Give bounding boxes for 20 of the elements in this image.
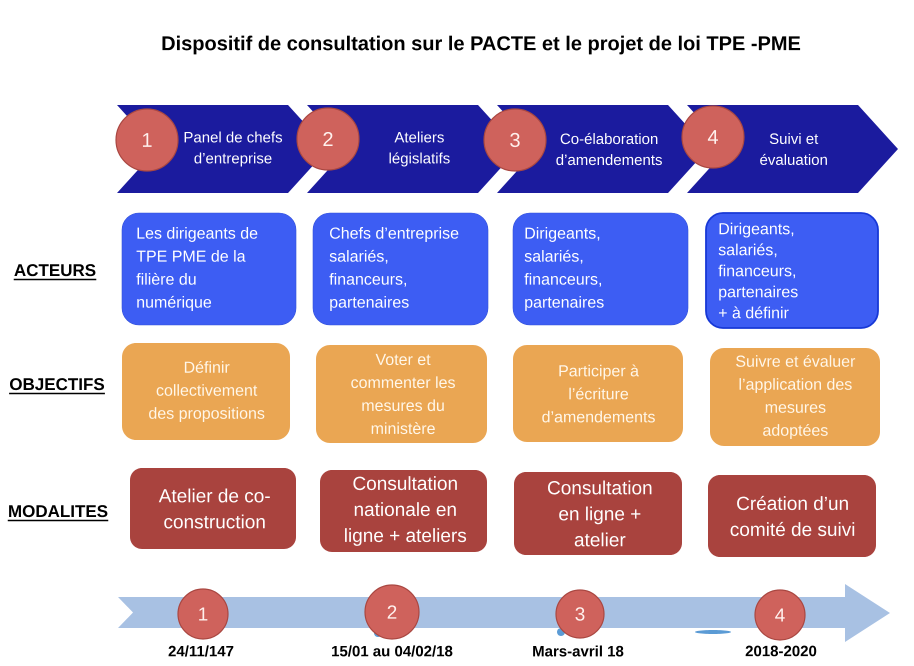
modality-box: Atelier de co-construction — [130, 468, 296, 549]
row-label: OBJECTIFS — [9, 378, 105, 394]
actors-box: Dirigeants, salariés, financeurs, partenaires — [512, 212, 688, 326]
objective-box: Voter et commenter les mesures du ministère — [316, 345, 487, 443]
objective-box: Participer à l’écriture d’amendements — [513, 345, 683, 442]
title: Dispositif de consultation sur le PACTE et le projet de loi TPE -PME — [162, 36, 800, 54]
date-label: 2018-2020 — [746, 646, 816, 656]
row-label: ACTEURS — [14, 264, 96, 280]
objective-box: Définir collectivement des propositions — [122, 343, 290, 440]
date-label: 24/11/147 — [168, 645, 234, 657]
date-label: 15/01 au 04/02/18 — [332, 645, 452, 657]
actors-box: Les dirigeants de TPE PME de la filière du numérique — [122, 212, 296, 326]
modality-box: Consultation nationale en ligne + ateliers — [320, 470, 487, 552]
modality-box: Consultation en ligne + atelier — [514, 472, 682, 555]
actors-box: Dirigeants, salariés, financeurs, partenaires + à définir — [705, 212, 879, 329]
modality-box: Création d’un comité de suivi — [708, 475, 876, 557]
date-label: Mars-avril 18 — [533, 645, 624, 656]
row-label: MODALITES — [8, 505, 108, 522]
objective-box: Suivre et évaluer l’application des mesures adoptées — [710, 348, 880, 446]
actors-box: Chefs d’entreprise salariés, financeurs, partenaires — [312, 212, 488, 326]
